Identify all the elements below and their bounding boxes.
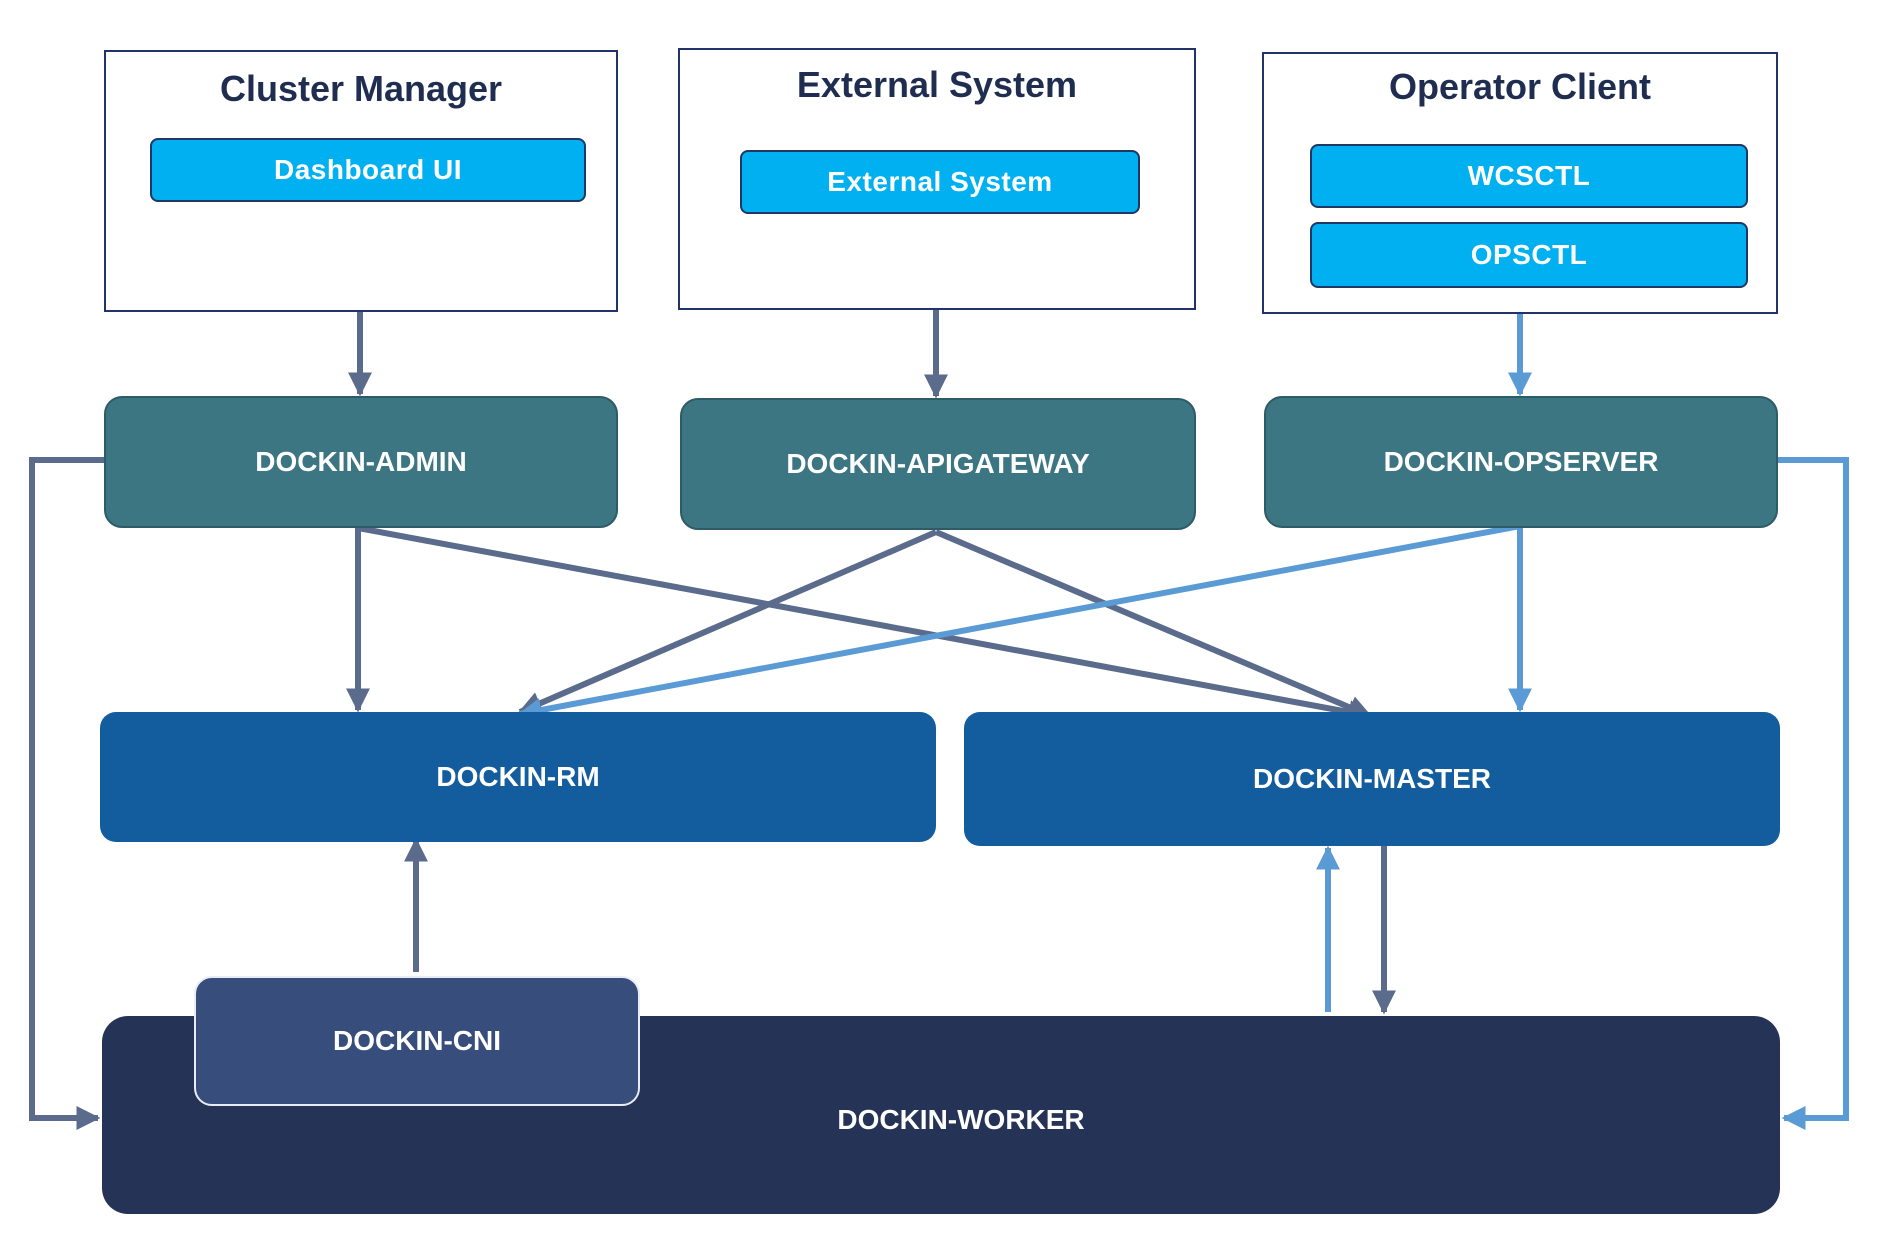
operator-client-title: Operator Client <box>1388 66 1652 107</box>
edge-admin-to-master <box>357 525 1373 724</box>
dockin-master-node: DOCKIN-MASTER <box>964 712 1780 846</box>
dockin-admin-node: DOCKIN-ADMIN <box>104 396 618 528</box>
edge-apigateway-to-rm <box>517 529 938 715</box>
cluster-manager-group: Cluster Manager Dashboard UI <box>104 50 618 312</box>
external-system-title: External System <box>796 64 1078 105</box>
edge-opserver-to-worker <box>1778 457 1849 1130</box>
dockin-opserver-node: DOCKIN-OPSERVER <box>1264 396 1778 528</box>
opsctl-button[interactable]: OPSCTL <box>1310 222 1748 288</box>
wcsctl-button[interactable]: WCSCTL <box>1310 144 1748 208</box>
operator-client-group: Operator Client WCSCTL OPSCTL <box>1262 52 1778 314</box>
dashboard-ui-button[interactable]: Dashboard UI <box>150 138 586 202</box>
external-system-group: External System External System <box>678 48 1196 310</box>
edge-admin-to-worker <box>29 457 104 1130</box>
edge-apigateway-to-master <box>934 529 1373 719</box>
external-system-button[interactable]: External System <box>740 150 1140 214</box>
cluster-manager-title: Cluster Manager <box>219 68 503 109</box>
dockin-apigateway-node: DOCKIN-APIGATEWAY <box>680 398 1196 530</box>
dockin-cni-node: DOCKIN-CNI <box>194 976 640 1106</box>
edge-opserver-to-rm <box>517 523 1521 722</box>
dockin-rm-node: DOCKIN-RM <box>100 712 936 842</box>
